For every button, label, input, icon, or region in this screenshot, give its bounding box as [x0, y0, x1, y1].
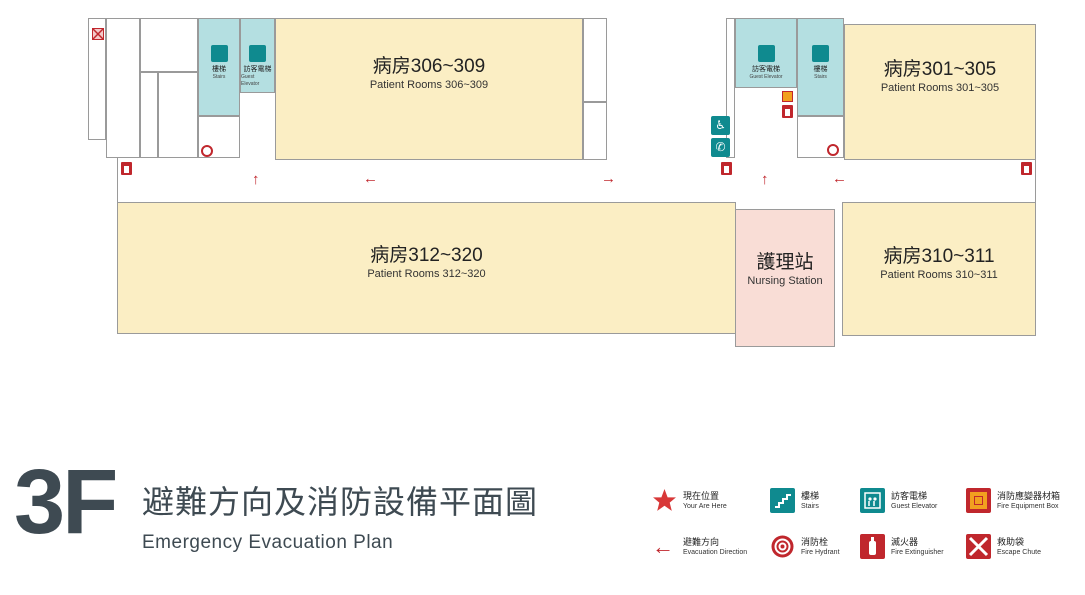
legend-label-en: Your Are Here	[683, 502, 727, 510]
room-label-en: Patient Rooms 301~305	[880, 82, 1000, 94]
legend-label-en: Escape Chute	[997, 548, 1041, 556]
elevator-icon	[860, 488, 885, 513]
legend-label: 消防應變器材箱	[997, 490, 1061, 501]
legend-label: 避難方向	[683, 536, 720, 547]
stairs-label-en: Stairs	[814, 74, 827, 80]
room-310-311: 病房310~311 Patient Rooms 310~311	[842, 202, 1036, 336]
elevator-icon	[757, 45, 775, 62]
wall-segment	[726, 18, 735, 158]
legend-label: 救助袋	[997, 536, 1025, 547]
stairs-label: 樓梯	[212, 66, 226, 73]
fire-extinguisher-icon	[1021, 162, 1032, 175]
fire-hydrant-icon	[770, 534, 795, 559]
legend-label: 消防栓	[801, 536, 829, 547]
evacuation-arrow-left: ←	[832, 170, 847, 187]
legend-label: 訪客電梯	[891, 490, 928, 501]
wall-segment	[140, 18, 198, 72]
room-label: 病房312~320	[370, 245, 483, 266]
legend-label: 滅火器	[891, 536, 919, 547]
stairs-left: 樓梯 Stairs	[198, 18, 240, 116]
elevator-left: 訪客電梯 Guest Elevator	[240, 18, 275, 93]
evacuation-arrow-left: ←	[363, 170, 378, 187]
fire-equipment-box-icon	[782, 91, 793, 102]
elevator-label: 訪客電梯	[752, 66, 780, 73]
room-label-en: Patient Rooms 312~320	[367, 268, 486, 280]
stairs-icon	[210, 45, 228, 62]
wall-segment	[583, 102, 607, 160]
room-label-en: Patient Rooms 306~309	[369, 79, 489, 91]
fire-equipment-box-icon	[966, 488, 991, 513]
nursing-station-label-en: Nursing Station	[747, 275, 823, 287]
legend-label: 樓梯	[801, 490, 820, 501]
fire-extinguisher-icon	[782, 105, 793, 118]
nursing-station: 護理站 Nursing Station	[735, 209, 835, 347]
stairs-right: 樓梯 Stairs	[797, 18, 844, 116]
stairs-label-en: Stairs	[212, 74, 226, 80]
fire-hydrant-icon	[201, 145, 213, 157]
legend-label-en: Stairs	[801, 502, 819, 510]
plan-title: 避難方向及消防設備平面圖	[142, 484, 539, 520]
legend-label-en: Guest Elevator	[891, 502, 938, 510]
fire-extinguisher-icon	[121, 162, 132, 175]
legend-label: 現在位置	[683, 490, 720, 501]
legend-label-en: Fire Extinguisher	[891, 548, 944, 556]
elevator-label-en: Guest Elevator	[749, 74, 783, 80]
star-icon	[652, 488, 677, 513]
evacuation-arrow-right: →	[601, 170, 616, 187]
elevator-icon	[249, 45, 266, 62]
corridor	[117, 158, 1036, 202]
evacuation-arrow-up: ↑	[252, 171, 260, 188]
elevator-label-en: Guest Elevator	[241, 74, 260, 87]
nursing-station-label: 護理站	[756, 252, 814, 273]
fire-extinguisher-icon	[860, 534, 885, 559]
room-label: 病房306~309	[372, 56, 486, 77]
stairs-icon	[812, 45, 829, 62]
stairs-label: 樓梯	[813, 66, 828, 73]
fire-hydrant-icon	[827, 144, 839, 156]
accessible-icon: ♿	[711, 116, 730, 135]
escape-chute-icon	[92, 28, 104, 40]
fire-extinguisher-icon	[721, 162, 732, 175]
stairs-icon	[770, 488, 795, 513]
legend-label-en: Fire Equipment Box	[997, 502, 1059, 510]
room-label: 病房301~305	[883, 59, 997, 80]
elevator-right: 訪客電梯 Guest Elevator	[735, 18, 797, 88]
wall-segment	[88, 18, 106, 140]
floor-number: 3F	[14, 451, 118, 553]
legend-label-en: Evacuation Direction	[683, 548, 748, 556]
room-label: 病房310~311	[883, 246, 995, 267]
arrow-left-icon: ←	[652, 534, 674, 559]
wall-segment	[198, 116, 240, 158]
room-label-en: Patient Rooms 310~311	[880, 269, 998, 281]
plan-subtitle: Emergency Evacuation Plan	[142, 532, 394, 553]
wall-segment	[158, 72, 198, 158]
wall-segment	[140, 72, 158, 158]
room-312-320: 病房312~320 Patient Rooms 312~320	[117, 202, 736, 334]
evacuation-arrow-up: ↑	[761, 171, 769, 188]
legend-label-en: Fire Hydrant	[801, 548, 840, 556]
escape-chute-icon	[966, 534, 991, 559]
wall-segment	[106, 18, 140, 158]
room-306-309: 病房306~309 Patient Rooms 306~309	[275, 18, 583, 160]
room-301-305: 病房301~305 Patient Rooms 301~305	[844, 24, 1036, 160]
phone-icon: ✆	[711, 138, 730, 157]
elevator-label: 訪客電梯	[243, 66, 272, 73]
wall-segment	[583, 18, 607, 102]
